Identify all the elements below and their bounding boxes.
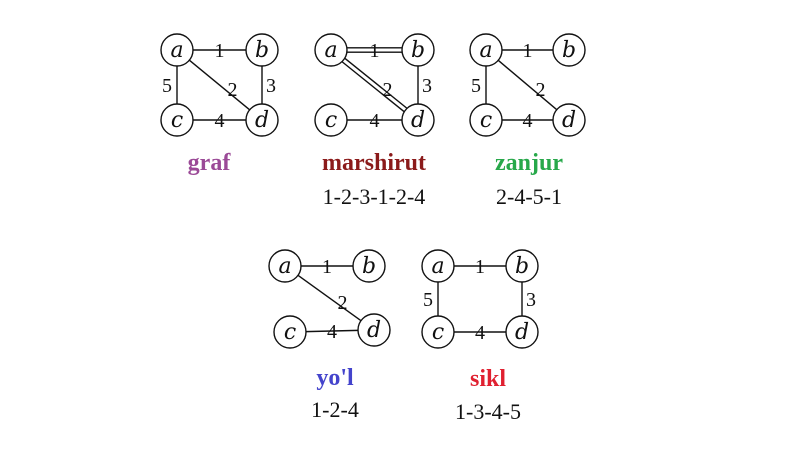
graph-1: 1 3 24 a b c d marshirut 1-2-3-1-2-4 — [314, 33, 435, 209]
node-c — [421, 315, 455, 349]
edge-ad-2 — [341, 61, 405, 113]
edge-weight: 4 — [523, 110, 533, 132]
node-label-a: a — [431, 254, 444, 279]
edge-ad — [497, 59, 558, 111]
node-label-d: d — [367, 318, 381, 343]
edge-weight: 5 — [423, 289, 433, 311]
node-d — [401, 103, 435, 137]
node-label-d: d — [255, 108, 269, 133]
graph-title: graf — [188, 150, 232, 176]
node-label-a: a — [278, 254, 291, 279]
node-b — [401, 33, 435, 67]
node-d — [505, 315, 539, 349]
node-label-c: c — [284, 320, 296, 345]
graph-title: zanjur — [495, 150, 563, 176]
node-c — [469, 103, 503, 137]
node-label-b: b — [255, 38, 269, 63]
node-label-c: c — [325, 108, 337, 133]
node-a — [314, 33, 348, 67]
node-label-c: c — [432, 320, 444, 345]
node-label-b: b — [411, 38, 425, 63]
node-label-b: b — [562, 38, 576, 63]
node-c — [314, 103, 348, 137]
node-label-b: b — [362, 254, 376, 279]
node-d — [245, 103, 279, 137]
edge-ad — [188, 59, 251, 111]
edge-weight: 5 — [162, 75, 172, 97]
node-b — [552, 33, 586, 67]
edge-weight: 2 — [338, 292, 348, 314]
node-c — [160, 103, 194, 137]
node-label-a: a — [324, 38, 337, 63]
node-b — [505, 249, 539, 283]
node-label-c: c — [480, 108, 492, 133]
edge-weight: 1 — [215, 40, 225, 62]
node-label-d: d — [562, 108, 576, 133]
edge-weight: 4 — [215, 110, 225, 132]
graph-title: yo'l — [316, 365, 354, 391]
edge-weight: 4 — [370, 110, 380, 132]
edge-weight: 1 — [322, 256, 332, 278]
node-label-d: d — [515, 320, 529, 345]
node-a — [268, 249, 302, 283]
edge-sequence: 1-2-4 — [311, 397, 359, 422]
edge-sequence: 1-3-4-5 — [455, 399, 521, 424]
edge-ad — [297, 274, 362, 322]
node-d — [357, 313, 391, 347]
graph-2: 1 5 24 a b c d zanjur 2-4-5-1 — [469, 33, 586, 209]
edge-ad — [344, 57, 408, 109]
node-label-c: c — [171, 108, 183, 133]
edge-weight: 4 — [327, 321, 337, 343]
edge-sequence: 1-2-3-1-2-4 — [323, 184, 426, 209]
edge-weight: 1 — [475, 256, 485, 278]
node-b — [352, 249, 386, 283]
graph-title: marshirut — [322, 150, 426, 176]
node-b — [245, 33, 279, 67]
edge-weight: 3 — [526, 289, 536, 311]
node-a — [421, 249, 455, 283]
graph-title: sikl — [470, 366, 506, 392]
edge-weight: 5 — [471, 75, 481, 97]
edge-weight: 2 — [383, 79, 393, 101]
edge-weight: 3 — [266, 75, 276, 97]
edge-weight: 2 — [536, 79, 546, 101]
node-label-d: d — [411, 108, 425, 133]
edge-weight: 2 — [228, 79, 238, 101]
edge-weight: 3 — [422, 75, 432, 97]
edge-weight: 1 — [370, 40, 380, 62]
node-label-a: a — [479, 38, 492, 63]
edge-cd — [305, 329, 359, 333]
node-a — [160, 33, 194, 67]
node-a — [469, 33, 503, 67]
edge-sequence: 2-4-5-1 — [496, 184, 562, 209]
node-label-a: a — [170, 38, 183, 63]
node-d — [552, 103, 586, 137]
graph-3: 124 a b c d yo'l 1-2-4 — [268, 249, 391, 422]
node-c — [273, 315, 307, 349]
edge-weight: 1 — [523, 40, 533, 62]
edge-weight: 4 — [475, 322, 485, 344]
node-label-b: b — [515, 254, 529, 279]
